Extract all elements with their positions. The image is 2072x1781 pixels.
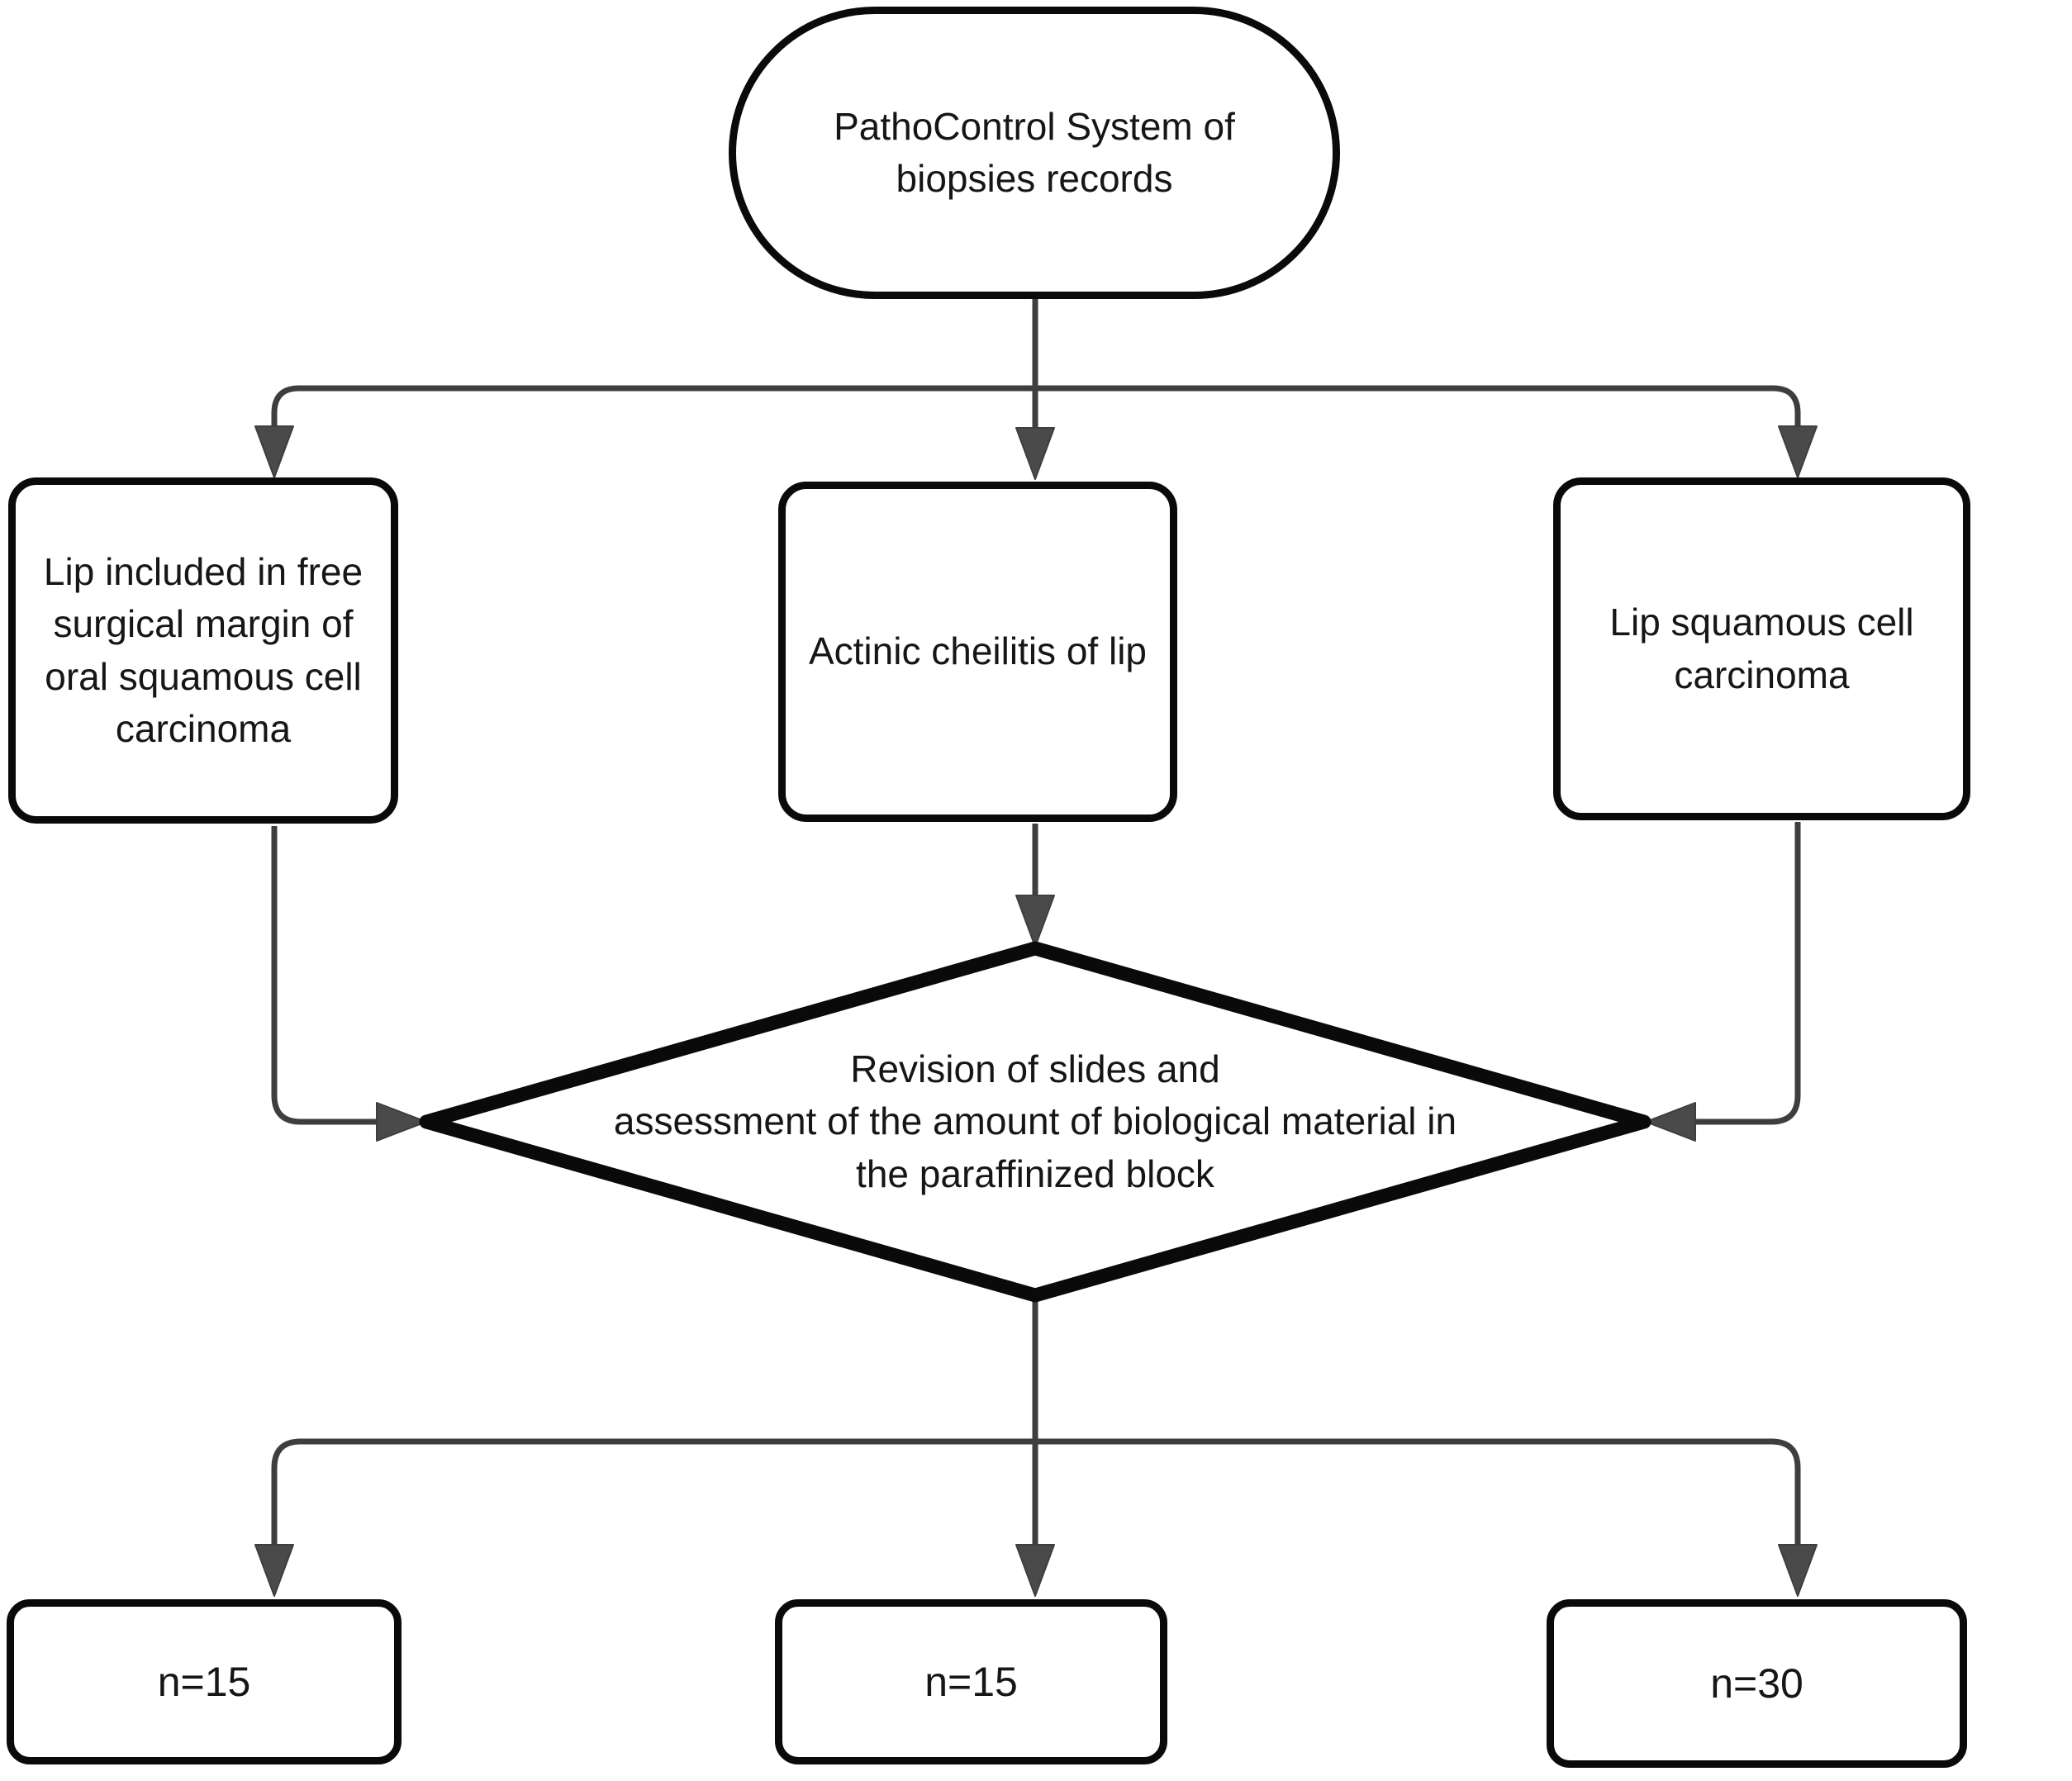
- node-decision: Revision of slides and assessment of the…: [457, 1023, 1613, 1221]
- arrowhead-into-top-middle: [1015, 427, 1055, 480]
- arrowhead-into-result-middle: [1015, 1544, 1055, 1597]
- node-top-left: Lip included in free surgical margin of …: [8, 477, 398, 824]
- arrowhead-into-result-right: [1778, 1544, 1818, 1597]
- node-result-right-label: n=30: [1710, 1660, 1803, 1707]
- arrowhead-into-diamond-right: [1645, 1102, 1696, 1142]
- arrowhead-into-diamond-top: [1015, 895, 1055, 947]
- node-result-right: n=30: [1547, 1599, 1967, 1768]
- node-result-left-label: n=15: [157, 1658, 251, 1705]
- edge-bottom-branch: [271, 1438, 1801, 1545]
- node-top-right-label: Lip squamous cell carcinoma: [1609, 601, 1914, 696]
- node-start: PathoControl System of biopsies records: [729, 7, 1340, 299]
- arrowhead-into-top-right: [1778, 425, 1818, 478]
- edge-top-branch: [271, 385, 1801, 428]
- edge-left-to-diamond: [271, 826, 377, 1125]
- arrowhead-into-top-left: [254, 425, 294, 478]
- node-top-right: Lip squamous cell carcinoma: [1553, 477, 1970, 820]
- edge-right-to-diamond: [1695, 822, 1801, 1125]
- node-top-middle-label: Actinic cheilitis of lip: [808, 629, 1148, 673]
- node-result-left: n=15: [7, 1599, 402, 1764]
- node-result-middle-label: n=15: [924, 1658, 1018, 1705]
- node-decision-label: Revision of slides and assessment of the…: [613, 1047, 1457, 1195]
- node-top-left-label: Lip included in free surgical margin of …: [43, 550, 364, 750]
- arrowhead-into-result-left: [254, 1544, 294, 1597]
- node-result-middle: n=15: [775, 1599, 1167, 1764]
- arrowhead-into-diamond-left: [376, 1102, 427, 1142]
- decision-diamond-shape: [419, 941, 1651, 1303]
- node-start-label: PathoControl System of biopsies records: [834, 104, 1235, 200]
- node-top-middle: Actinic cheilitis of lip: [778, 482, 1177, 822]
